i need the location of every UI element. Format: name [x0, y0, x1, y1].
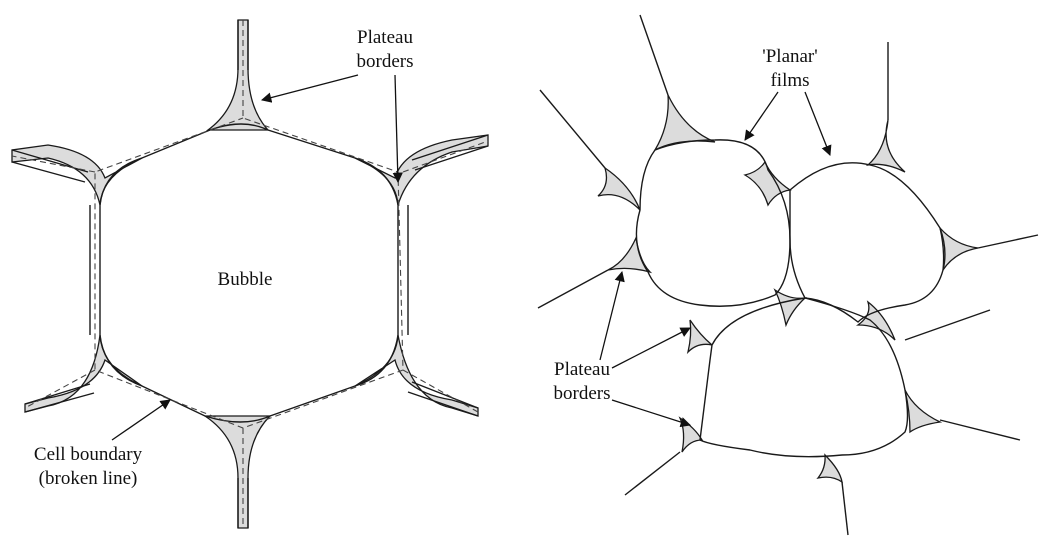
planar-films-label-line1: 'Planar' [762, 46, 817, 67]
left-hexagonal-foam-panel: Bubble Plateau borders Cell boundary (br… [12, 20, 488, 528]
rp-film-9 [905, 310, 990, 340]
right-plateau-label-line2: borders [554, 383, 611, 404]
rp-bubble-top-right [790, 163, 945, 322]
arrow-to-plateau-left [600, 272, 622, 360]
plateau-border-bottom-left [25, 335, 142, 412]
rp-plateau-7 [688, 320, 712, 352]
rp-plateau-11 [905, 390, 940, 432]
arrow-to-planar-film-left [745, 92, 778, 140]
left-plateau-label-line1: Plateau [357, 27, 413, 48]
rp-film-8 [842, 482, 848, 535]
rp-bubble-top-left [636, 140, 790, 306]
rp-film-2 [540, 90, 605, 168]
arrow-to-right-plateau [395, 75, 398, 182]
arrow-to-plateau-mid [612, 328, 690, 368]
cell-boundary-label-line2: (broken line) [39, 468, 138, 489]
plateau-border-top-right [355, 135, 488, 205]
planar-films-label-line2: films [770, 70, 809, 91]
plateau-border-top-left [12, 145, 142, 205]
rp-film-1 [640, 15, 668, 95]
right-random-foam-panel: 'Planar' films Plateau borders [538, 15, 1038, 535]
rp-film-7 [625, 452, 680, 495]
right-plateau-label-line1: Plateau [554, 359, 610, 380]
plateau-border-bottom-right [355, 335, 478, 416]
rp-film-3 [538, 270, 608, 308]
arrow-to-planar-film-right [805, 92, 830, 155]
rp-film-6 [940, 420, 1020, 440]
rp-plateau-8 [775, 290, 805, 325]
arrow-to-top-plateau [262, 75, 358, 100]
bubble-label: Bubble [218, 269, 273, 290]
arrow-to-cell-boundary [112, 400, 170, 440]
rp-plateau-2 [598, 168, 640, 210]
rp-film-5 [978, 235, 1038, 248]
arrow-to-plateau-bottom [612, 400, 690, 425]
rp-plateau-5 [868, 120, 905, 172]
cell-boundary-label-line1: Cell boundary [34, 444, 143, 465]
rp-plateau-12 [818, 455, 842, 482]
rp-plateau-6 [940, 228, 978, 270]
left-plateau-label-line2: borders [357, 51, 414, 72]
rp-plateau-3 [608, 238, 650, 272]
